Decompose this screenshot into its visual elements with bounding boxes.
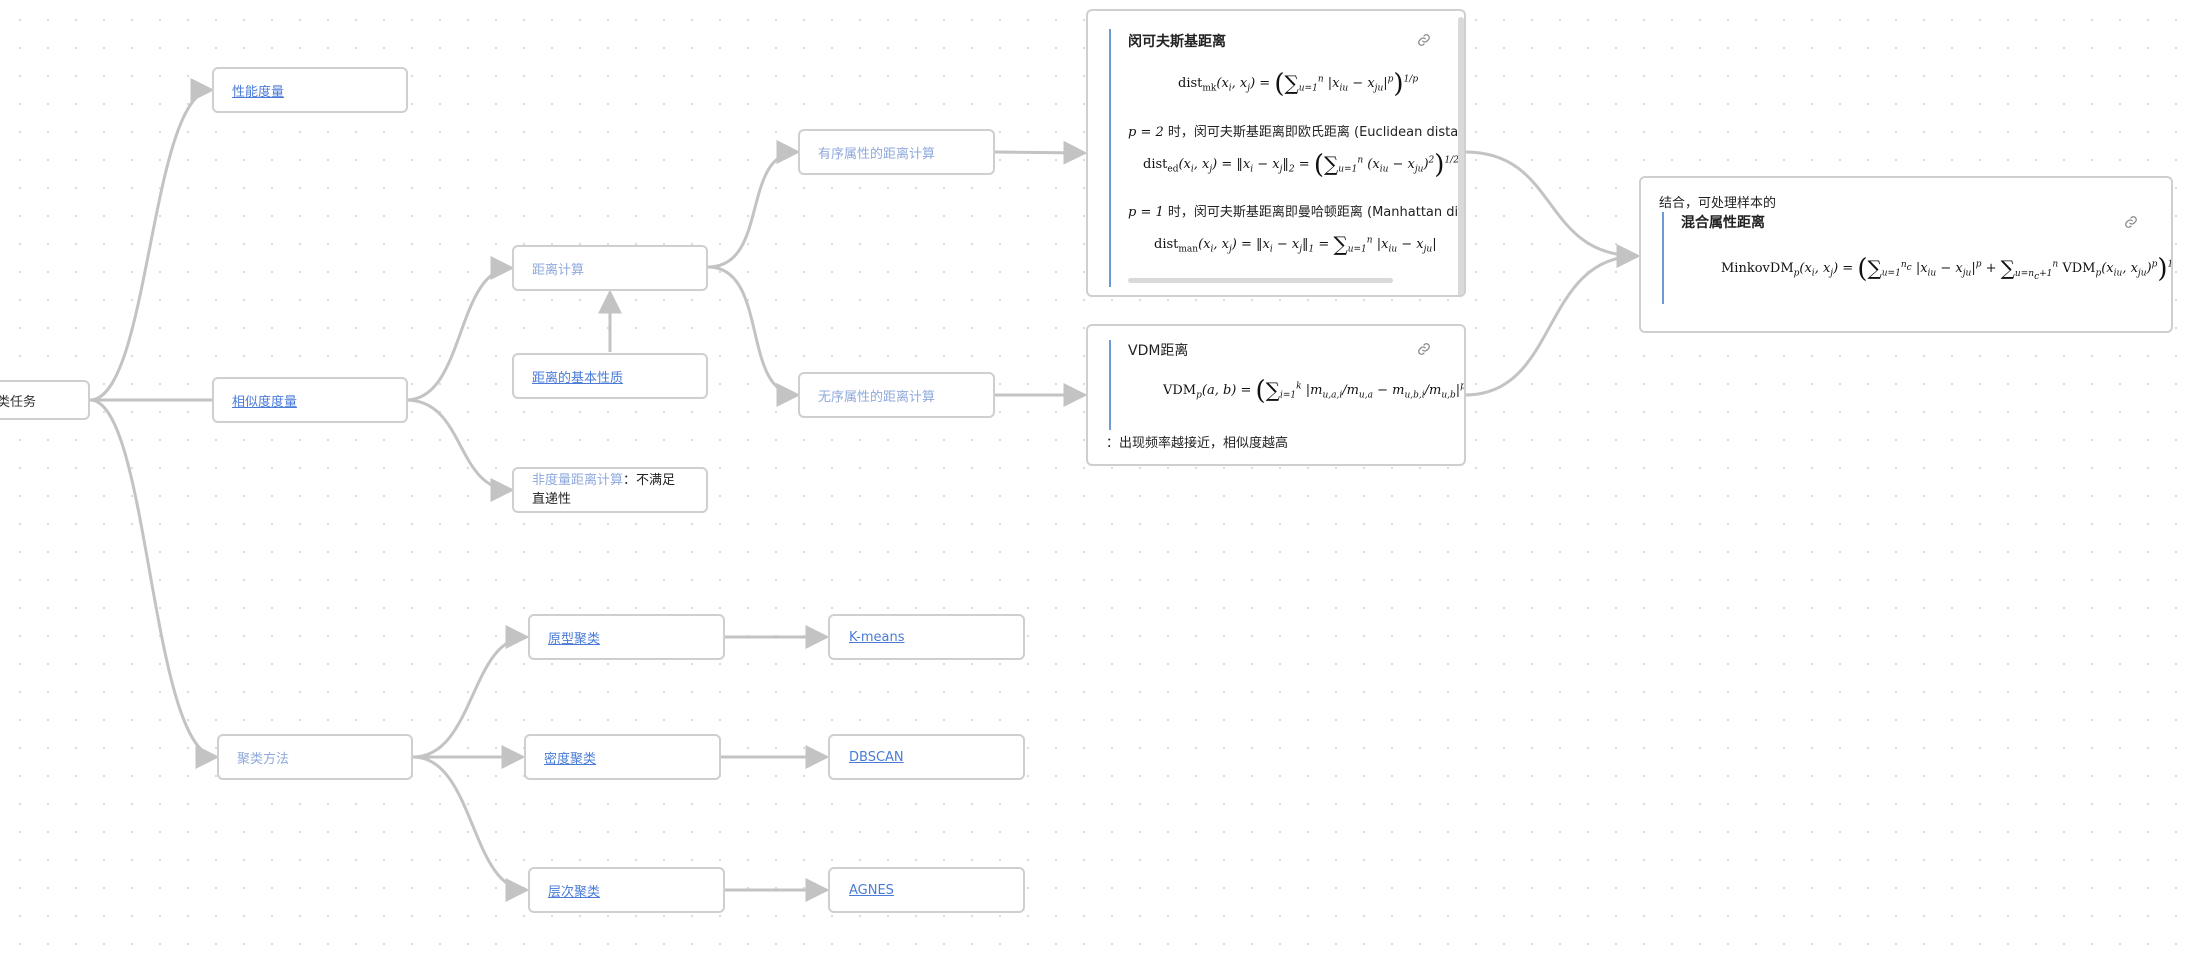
node-performance-link[interactable]: 性能度量	[232, 84, 285, 100]
edge-root-methods	[89, 398, 220, 769]
node-density-link[interactable]: 密度聚类	[544, 751, 597, 767]
text-p2-line: p = 2 时，闵可夫斯基距离即欧氏距离 (Euclidean distance…	[1128, 121, 1466, 140]
node-prototype-link[interactable]: 原型聚类	[548, 631, 601, 647]
node-unordered-attr-label: 无序属性的距离计算	[818, 389, 936, 405]
node-dbscan[interactable]: DBSCAN	[828, 734, 1025, 780]
link-icon[interactable]	[2123, 215, 2139, 231]
formula-minkovdm: MinkovDMp(xi, xj) = (∑u=1nc |xiu − xju|p…	[1721, 254, 2173, 284]
node-distance-props-link[interactable]: 距离的基本性质	[532, 370, 624, 386]
formula-minkowski: distmk(xi, xj) = (∑u=1n |xiu − xju|p)1/p	[1178, 69, 1419, 99]
card-mixed-intro: 结合，可处理样本的	[1659, 196, 1777, 211]
formula-vdm: VDMp(a, b) = (∑i=1k |mu,a,i/mu,a − mu,b,…	[1163, 376, 1466, 406]
edge-distance-unordered	[707, 265, 801, 407]
node-distance-props[interactable]: 距离的基本性质	[512, 353, 708, 399]
node-hierarchical-link[interactable]: 层次聚类	[548, 884, 601, 900]
edge-vdm-mixed	[1464, 244, 1641, 397]
p2-label: p = 2	[1128, 125, 1164, 140]
node-agnes-link[interactable]: AGNES	[849, 882, 894, 898]
node-distance-calc-label: 距离计算	[532, 262, 585, 278]
card-vdm-title: VDM距离	[1128, 343, 1189, 359]
node-performance[interactable]: 性能度量	[212, 67, 408, 113]
quote-bar	[1662, 212, 1664, 304]
node-hierarchical[interactable]: 层次聚类	[528, 867, 725, 913]
node-non-metric-rest: ：不满足	[623, 473, 676, 488]
edge-similarity-nonmetric	[405, 398, 515, 502]
node-non-metric-line2: 直递性	[532, 492, 572, 507]
vertical-scrollbar[interactable]	[1458, 17, 1464, 295]
node-clustering-methods-label: 聚类方法	[237, 751, 290, 767]
edge-methods-hierarchical	[412, 755, 530, 902]
node-dbscan-link[interactable]: DBSCAN	[849, 749, 904, 765]
node-kmeans-link[interactable]: K-means	[849, 629, 905, 645]
node-prototype[interactable]: 原型聚类	[528, 614, 725, 660]
quote-bar	[1109, 29, 1111, 287]
edge-minkowski-mixed	[1464, 150, 1641, 268]
root-node-label: 聚类任务	[0, 394, 37, 410]
node-similarity[interactable]: 相似度度量	[212, 377, 408, 423]
edge-distance-ordered	[707, 140, 801, 269]
edge-ordered-minkowski	[994, 140, 1088, 165]
node-kmeans[interactable]: K-means	[828, 614, 1025, 660]
root-node[interactable]: 聚类任务	[0, 380, 90, 420]
node-non-metric[interactable]: 非度量距离计算：不满足 直递性	[512, 467, 708, 513]
node-ordered-attr-label: 有序属性的距离计算	[818, 146, 936, 162]
node-agnes[interactable]: AGNES	[828, 867, 1025, 913]
quote-bar	[1109, 340, 1111, 430]
node-distance-calc[interactable]: 距离计算	[512, 245, 708, 291]
link-icon[interactable]	[1416, 342, 1432, 358]
card-vdm[interactable]: VDM距离 VDMp(a, b) = (∑i=1k |mu,a,i/mu,a −…	[1086, 324, 1466, 466]
p1-text: 时，闵可夫斯基距离即曼哈顿距离 (Manhattan distance)	[1167, 205, 1464, 220]
p1-label: p = 1	[1128, 205, 1164, 220]
node-density[interactable]: 密度聚类	[524, 734, 721, 780]
p2-text: 时，闵可夫斯基距离即欧氏距离 (Euclidean distance)	[1167, 125, 1466, 140]
text-p1-line: p = 1 时，闵可夫斯基距离即曼哈顿距离 (Manhattan distanc…	[1128, 201, 1464, 220]
node-similarity-link[interactable]: 相似度度量	[232, 394, 298, 410]
node-non-metric-text: 非度量距离计算：不满足 直递性	[532, 471, 675, 509]
edge-root-performance	[89, 78, 215, 402]
card-mixed[interactable]: 结合，可处理样本的 混合属性距离 MinkovDMp(xi, xj) = (∑u…	[1639, 176, 2173, 333]
edge-methods-prototype	[412, 625, 530, 759]
node-ordered-attr[interactable]: 有序属性的距离计算	[798, 129, 995, 175]
card-minkowski[interactable]: 闵可夫斯基距离 distmk(xi, xj) = (∑u=1n |xiu − x…	[1086, 9, 1466, 297]
formula-euclidean: disted(xi, xj) = ‖xi − xj‖2 = (∑u=1n (xi…	[1143, 150, 1459, 180]
card-vdm-note: ：出现频率越接近，相似度越高	[1106, 436, 1289, 451]
edge-similarity-distance	[405, 256, 515, 402]
link-icon[interactable]	[1416, 33, 1432, 49]
card-minkowski-title: 闵可夫斯基距离	[1128, 34, 1226, 50]
formula-manhattan: distman(xi, xj) = ‖xi − xj‖1 = ∑u=1n |xi…	[1154, 232, 1437, 256]
horizontal-scrollbar[interactable]	[1128, 278, 1393, 283]
node-unordered-attr[interactable]: 无序属性的距离计算	[798, 372, 995, 418]
node-non-metric-link[interactable]: 非度量距离计算	[532, 473, 624, 488]
card-mixed-title: 混合属性距离	[1681, 215, 1765, 231]
node-clustering-methods[interactable]: 聚类方法	[217, 734, 413, 780]
